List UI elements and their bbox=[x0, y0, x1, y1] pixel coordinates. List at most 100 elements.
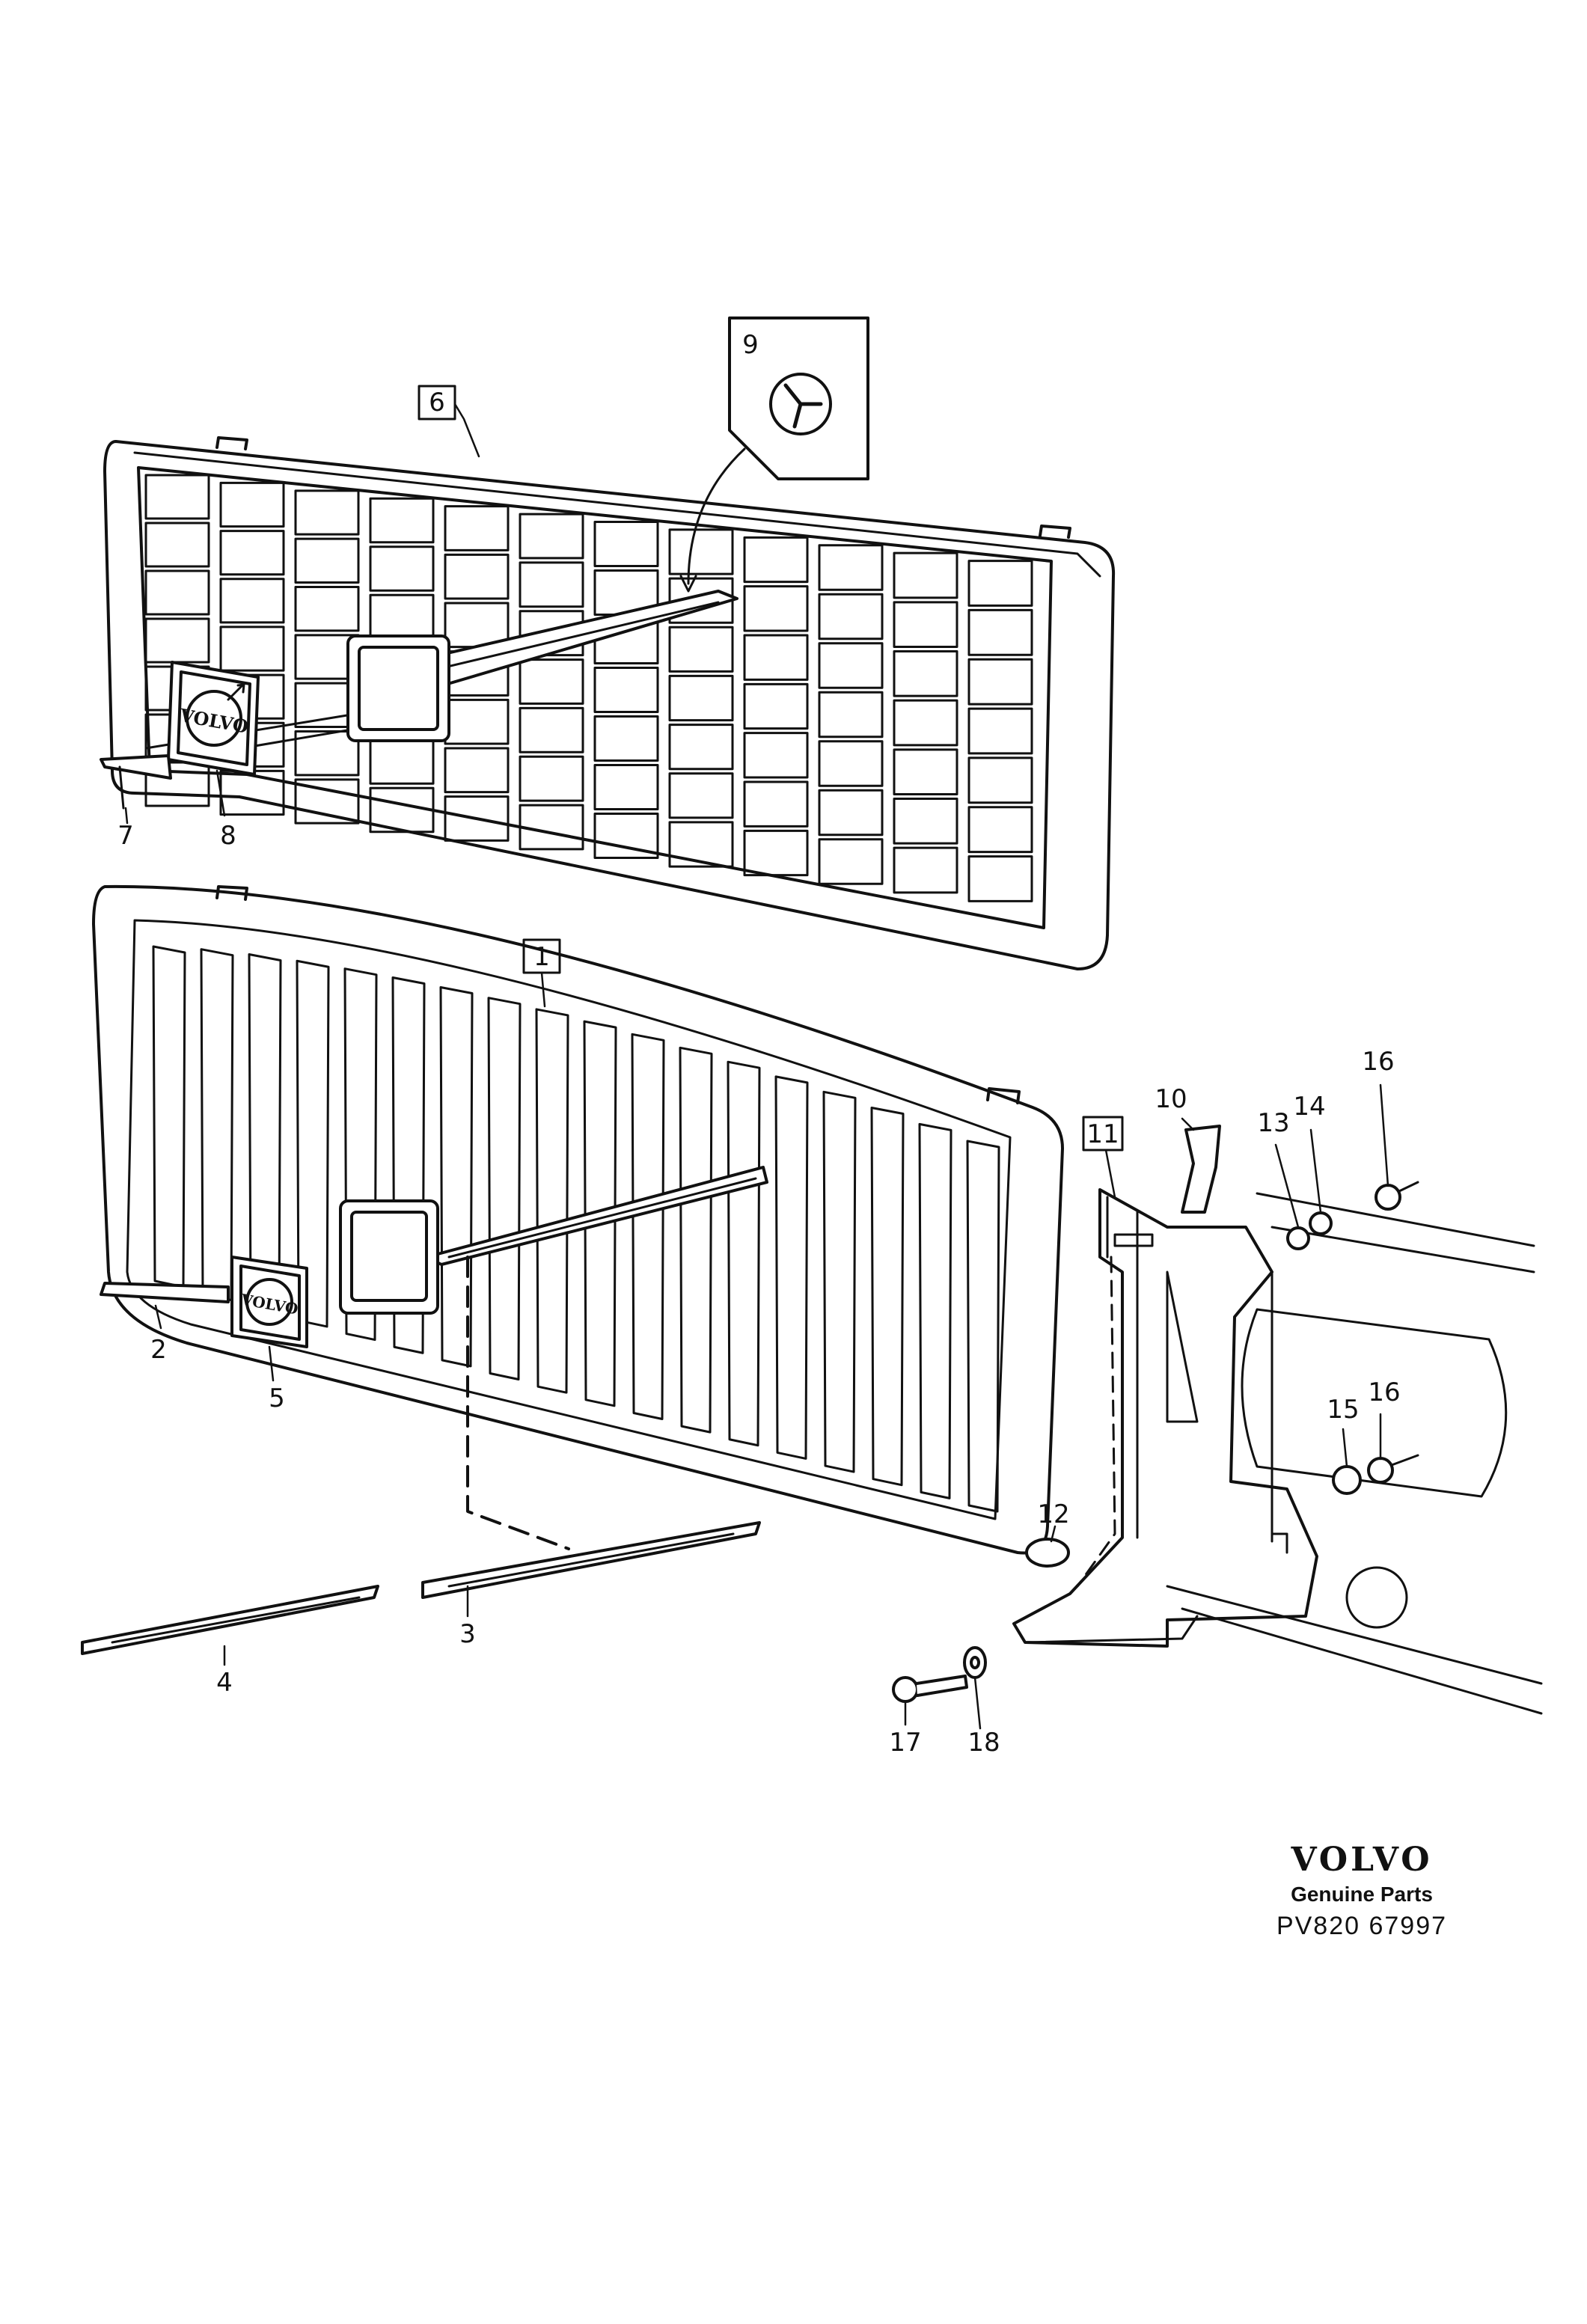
grille-cell bbox=[519, 804, 584, 851]
callout-12: 12 bbox=[1037, 1499, 1069, 1529]
callout-3: 3 bbox=[459, 1619, 476, 1649]
grille-cell bbox=[593, 715, 659, 762]
grille-cell bbox=[519, 755, 584, 802]
grille-cell bbox=[668, 821, 734, 868]
grille-cell bbox=[893, 748, 958, 795]
grille-cell bbox=[369, 786, 435, 834]
callout-14: 14 bbox=[1293, 1092, 1325, 1122]
callout-13: 13 bbox=[1257, 1108, 1289, 1138]
callout-2: 2 bbox=[150, 1335, 167, 1365]
grille-cell bbox=[519, 561, 584, 608]
grille-cell bbox=[219, 578, 285, 624]
grille-cell bbox=[893, 699, 958, 747]
grille-cell bbox=[519, 706, 584, 753]
grille-cell bbox=[967, 806, 1033, 854]
grille-cell bbox=[444, 698, 510, 745]
grille-cell bbox=[668, 528, 734, 575]
grille-cell bbox=[967, 855, 1033, 902]
grille-cell bbox=[967, 658, 1033, 706]
grille-cell bbox=[818, 544, 884, 591]
grille-cell bbox=[444, 747, 510, 794]
grille-cell bbox=[967, 560, 1033, 607]
genuine-parts-label: Genuine Parts bbox=[1291, 1883, 1433, 1906]
callout-16-top: 16 bbox=[1362, 1047, 1394, 1077]
grille-cell bbox=[743, 732, 809, 779]
grille-cell bbox=[444, 553, 510, 600]
grille-cell bbox=[818, 740, 884, 787]
callout-18: 18 bbox=[967, 1728, 1000, 1758]
callout-7: 7 bbox=[117, 821, 134, 851]
grille-cell bbox=[444, 795, 510, 842]
grille-cell bbox=[743, 682, 809, 730]
grille-slat bbox=[870, 1106, 905, 1487]
fasteners bbox=[892, 1181, 1419, 1703]
grille-cell bbox=[668, 626, 734, 673]
grille-cell bbox=[144, 474, 210, 520]
grille-cell bbox=[668, 772, 734, 819]
grille-cell bbox=[743, 829, 809, 877]
grille-slat bbox=[152, 945, 186, 1288]
grille-cell bbox=[593, 667, 659, 713]
grille-cell bbox=[893, 551, 958, 599]
lower-grille-slats bbox=[152, 945, 1000, 1513]
callout-8: 8 bbox=[220, 821, 236, 851]
grille-cell bbox=[743, 585, 809, 632]
grille-slat bbox=[487, 997, 522, 1381]
grille-cell bbox=[369, 545, 435, 592]
grille-cell bbox=[219, 769, 285, 816]
grille-cell bbox=[668, 674, 734, 722]
grille-cell bbox=[593, 813, 659, 859]
callout-9: 9 bbox=[742, 330, 759, 360]
grille-cell bbox=[743, 780, 809, 828]
part-reference-number: PV820 67997 bbox=[1276, 1912, 1448, 1940]
grille-cell bbox=[294, 586, 360, 632]
grille-cell bbox=[818, 691, 884, 739]
grille-slat bbox=[679, 1046, 713, 1434]
grille-cell bbox=[967, 756, 1033, 804]
grille-cell bbox=[519, 513, 584, 560]
grille-slat bbox=[966, 1140, 1000, 1513]
grille-cell bbox=[893, 650, 958, 697]
grille-cell bbox=[369, 497, 435, 544]
grille-cell bbox=[818, 838, 884, 885]
grille-cell bbox=[369, 593, 435, 640]
grille-cell bbox=[144, 569, 210, 616]
grille-slat bbox=[727, 1060, 761, 1447]
grille-cell bbox=[219, 481, 285, 528]
grille-cell bbox=[294, 730, 360, 777]
bracket-assembly bbox=[1012, 1125, 1318, 1648]
grille-slat bbox=[439, 986, 474, 1368]
grille-slat bbox=[631, 1033, 665, 1420]
grille-cell bbox=[743, 634, 809, 681]
grille-cell bbox=[294, 489, 360, 536]
grille-cell bbox=[294, 537, 360, 584]
grille-slat bbox=[535, 1008, 569, 1394]
grille-cell bbox=[144, 617, 210, 664]
grille-cell bbox=[743, 536, 809, 584]
grille-cell bbox=[893, 798, 958, 845]
grille-slat bbox=[296, 959, 330, 1328]
grille-cell bbox=[893, 846, 958, 894]
grille-cell bbox=[818, 642, 884, 689]
callout-11: 11 bbox=[1086, 1119, 1119, 1149]
body-panel bbox=[1166, 1192, 1543, 1715]
callout-4: 4 bbox=[216, 1668, 233, 1698]
grille-cell bbox=[144, 522, 210, 568]
grille-cell bbox=[219, 626, 285, 672]
grille-cell bbox=[818, 789, 884, 837]
grille-cell bbox=[967, 608, 1033, 656]
callout-17: 17 bbox=[889, 1728, 921, 1758]
grille-cell bbox=[593, 764, 659, 810]
grille-cell bbox=[818, 593, 884, 640]
grille-slat bbox=[200, 948, 234, 1302]
grille-cell bbox=[593, 521, 659, 567]
grille-cell bbox=[668, 724, 734, 771]
grille-cell bbox=[369, 739, 435, 785]
callout-16-bottom: 16 bbox=[1368, 1377, 1400, 1407]
grille-cell bbox=[519, 658, 584, 705]
grille-cell bbox=[444, 505, 510, 551]
upper-grille-cells bbox=[144, 474, 1033, 902]
brand-footer: VOLVO Genuine Parts PV820 67997 bbox=[1227, 1841, 1496, 1942]
clip-detail-box bbox=[679, 317, 869, 593]
